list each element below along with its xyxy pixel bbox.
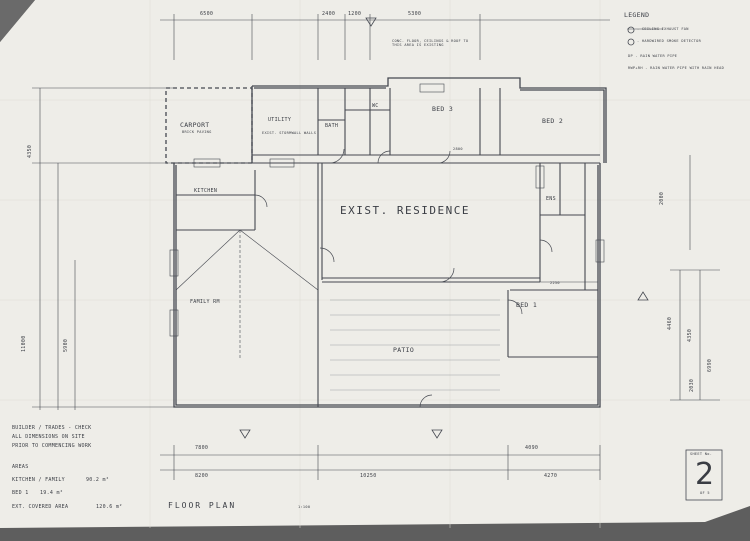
room-wc: WC xyxy=(372,103,379,109)
dim-right-4: 6990 xyxy=(707,358,713,372)
plan-scale: 1:100 xyxy=(298,505,311,509)
dim-bottom-5: 4270 xyxy=(544,473,558,479)
dim-left-upper: 4350 xyxy=(27,144,33,158)
legend-item-rain-water-pipe: DP - RAIN WATER PIPE xyxy=(628,54,678,58)
note-conc-floor: CONC. FLOOR, CEILINGS & ROOF TO THIS ARE… xyxy=(392,39,469,47)
dim-top-1: 6500 xyxy=(200,11,214,17)
patio-slab xyxy=(330,299,500,391)
room-bed3: BED 3 xyxy=(432,105,454,113)
dim-left-mid: 5900 xyxy=(63,338,69,352)
legend-symbols xyxy=(627,26,663,46)
room-carport: CARPORT xyxy=(180,121,210,129)
sheet-box xyxy=(685,449,723,501)
dim-right-5: 2030 xyxy=(689,378,695,392)
paper-shadow-left xyxy=(0,0,35,42)
legend-item-smoke-detector: - HARDWIRED SMOKE DETECTOR xyxy=(637,39,702,43)
room-bed2: BED 2 xyxy=(542,117,564,125)
dimension-lines xyxy=(32,14,720,480)
dim-bottom-4: 10250 xyxy=(360,473,377,479)
dim-top-3: 1200 xyxy=(348,11,362,17)
note-builder-3: PRIOR TO COMMENCING WORK xyxy=(12,443,92,449)
note-builder-1: BUILDER / TRADES - CHECK xyxy=(12,425,92,431)
room-utility: UTILITY xyxy=(268,117,292,123)
area-covered-label: EXT. COVERED AREA xyxy=(12,504,69,510)
dim-right-1: 2000 xyxy=(659,191,665,205)
dim-right-3: 4350 xyxy=(687,328,693,342)
dim-left-total: 11000 xyxy=(21,335,27,352)
door-swings xyxy=(254,148,553,408)
room-bath: BATH xyxy=(325,123,339,129)
room-bed1: BED 1 xyxy=(516,301,538,309)
area-bed1-value: 19.4 m² xyxy=(40,490,64,496)
note-builder-2: ALL DIMENSIONS ON SITE xyxy=(12,434,85,440)
dim-right-2: 4460 xyxy=(667,316,673,330)
window-marks xyxy=(169,83,605,337)
legend-item-rain-head: RWP+RH - RAIN WATER PIPE WITH RAIN HEAD xyxy=(628,66,725,70)
room-exist-residence: EXIST. RESIDENCE xyxy=(340,204,470,217)
section-markers xyxy=(239,17,649,439)
dim-bed1-width: 2250 xyxy=(550,281,560,285)
interior-walls xyxy=(174,88,600,407)
sheet-of: OF 5 xyxy=(700,491,710,495)
plan-title: FLOOR PLAN xyxy=(168,501,237,510)
room-ens: ENS xyxy=(546,196,556,202)
dim-bottom-1: 7800 xyxy=(195,445,209,451)
dim-bed3-width: 2800 xyxy=(453,147,463,151)
room-patio: PATIO xyxy=(393,346,415,354)
area-kitchen-label: KITCHEN / FAMILY xyxy=(12,477,65,483)
areas-title: AREAS xyxy=(12,464,29,470)
room-carport-sub: BRICK PAVING xyxy=(182,130,212,134)
room-kitchen: KITCHEN xyxy=(194,188,218,194)
sheet-number: 2 xyxy=(695,457,715,492)
paper-sheet xyxy=(0,0,750,528)
area-bed1-label: BED 1 xyxy=(12,490,29,496)
room-family: FAMILY RM xyxy=(190,299,220,305)
dim-bottom-2: 4090 xyxy=(525,445,539,451)
outer-walls xyxy=(165,77,607,408)
dim-top-4: 5300 xyxy=(408,11,422,17)
dim-top-2: 2400 xyxy=(322,11,336,17)
area-covered-value: 120.6 m² xyxy=(96,504,123,510)
note-exist-fixture: EXIST. STORMWALL WALLS xyxy=(262,131,317,135)
area-kitchen-value: 90.2 m² xyxy=(86,477,110,483)
dim-bottom-3: 8200 xyxy=(195,473,209,479)
legend-title: LEGEND xyxy=(624,11,650,19)
legend-item-exhaust-fan: - CEILING EXHAUST FAN xyxy=(637,27,689,31)
sheet-label: SHEET No. xyxy=(690,452,713,456)
